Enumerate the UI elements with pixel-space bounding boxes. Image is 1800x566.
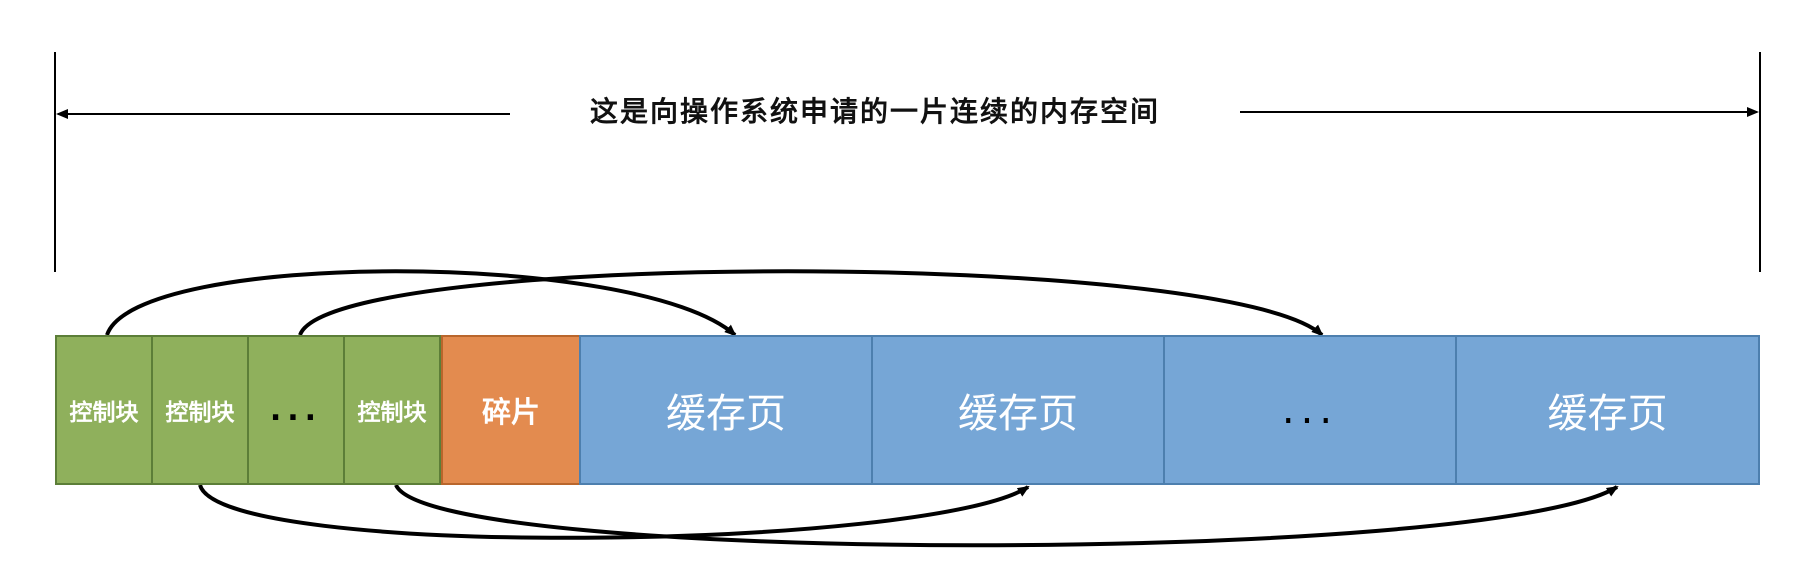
cache-page-3: 缓存页 (1455, 335, 1760, 485)
link-control-4-to-page-4 (394, 483, 1619, 548)
link-control-3-to-page-2 (298, 269, 1324, 337)
cache-page-ellipsis: ... (1163, 335, 1457, 485)
fragment-block: 碎片 (441, 335, 581, 485)
control-block-ellipsis: ... (247, 335, 345, 485)
control-block-2: 控制块 (151, 335, 249, 485)
control-block-1: 控制块 (55, 335, 153, 485)
link-control-2-to-page-2 (198, 484, 1030, 540)
control-block-3: 控制块 (343, 335, 441, 485)
link-control-1-to-page-1 (105, 269, 737, 337)
memory-blocks-row: 控制块 控制块 ... 控制块 碎片 缓存页 缓存页 ... 缓存页 (55, 335, 1760, 485)
span-label: 这是向操作系统申请的一片连续的内存空间 (510, 88, 1240, 136)
cache-page-2: 缓存页 (871, 335, 1165, 485)
cache-page-1: 缓存页 (579, 335, 873, 485)
